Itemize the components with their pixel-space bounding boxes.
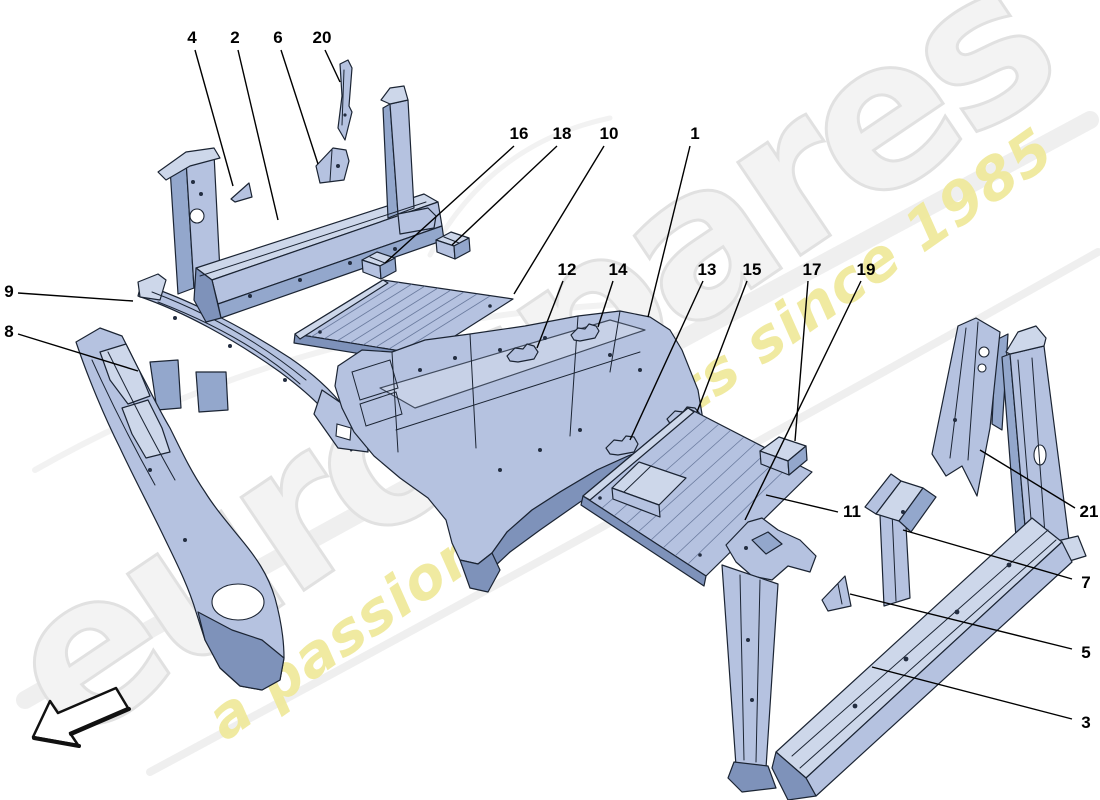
part-label-21: 21 bbox=[1080, 502, 1099, 521]
part-label-5: 5 bbox=[1081, 643, 1090, 662]
part-label-16: 16 bbox=[510, 124, 529, 143]
part-label-10: 10 bbox=[600, 124, 619, 143]
sill-top-face bbox=[775, 517, 1063, 779]
leader-line-11 bbox=[765, 494, 839, 513]
part-wedge-shim bbox=[821, 575, 852, 612]
leader-line-1 bbox=[647, 145, 691, 318]
direction-arrow bbox=[31, 686, 131, 748]
part-label-19: 19 bbox=[857, 260, 876, 279]
leader-line-3 bbox=[871, 666, 1073, 720]
leader-line-19 bbox=[744, 280, 862, 521]
part-u-channel-bracket bbox=[864, 473, 937, 533]
leader-line-16 bbox=[384, 145, 515, 264]
leader-line-20 bbox=[324, 49, 341, 83]
part-mount-block-16 bbox=[361, 251, 397, 280]
leader-line-18 bbox=[451, 145, 558, 246]
leader-line-9 bbox=[17, 292, 134, 302]
part-pillar-reinforcement bbox=[931, 317, 1009, 497]
part-front-inner-structure bbox=[75, 327, 285, 691]
leader-line-14 bbox=[597, 280, 614, 328]
sill-endcap bbox=[771, 751, 817, 800]
part-pillar-sliver bbox=[337, 59, 353, 141]
leader-line-8 bbox=[17, 333, 139, 372]
part-frame-details bbox=[199, 201, 427, 298]
structure-foot bbox=[197, 611, 285, 691]
leader-line-21 bbox=[979, 449, 1076, 509]
cowl-bracket bbox=[149, 359, 182, 411]
part-clip-12 bbox=[506, 343, 539, 363]
frame-left-post-cap bbox=[157, 147, 221, 181]
frame-right-post-cap bbox=[380, 85, 409, 105]
a-post-tower bbox=[721, 517, 817, 793]
leader-line-7 bbox=[902, 529, 1073, 580]
leader-line-10 bbox=[513, 145, 605, 295]
leader-line-2 bbox=[237, 49, 279, 221]
watermark-swoosh-icon bbox=[427, 115, 613, 258]
panel-ribs bbox=[310, 281, 491, 352]
part-triangle-shim bbox=[230, 182, 253, 203]
part-cowl-details bbox=[151, 291, 307, 385]
part-label-7: 7 bbox=[1081, 573, 1090, 592]
part-label-20: 20 bbox=[313, 28, 332, 47]
frame-right-foot bbox=[397, 207, 437, 235]
part-label-8: 8 bbox=[4, 322, 13, 341]
wheel-arch-hole bbox=[211, 583, 265, 621]
tunnel-foot bbox=[459, 552, 501, 593]
leader-line-6 bbox=[280, 49, 319, 165]
part-label-11: 11 bbox=[843, 502, 861, 521]
part-label-15: 15 bbox=[743, 260, 762, 279]
leader-line-17 bbox=[794, 280, 809, 442]
frame-beam-endcap bbox=[193, 267, 222, 323]
cowl-bracket bbox=[195, 371, 229, 413]
part-clip-14 bbox=[570, 323, 600, 342]
part-floor-panel-right bbox=[580, 407, 813, 587]
cowl-end-plate bbox=[137, 273, 167, 301]
part-label-2: 2 bbox=[230, 28, 239, 47]
part-label-12: 12 bbox=[558, 260, 577, 279]
leader-line-12 bbox=[536, 280, 564, 349]
structure-opening bbox=[121, 399, 171, 459]
part-label-13: 13 bbox=[698, 260, 717, 279]
part-mount-block-18 bbox=[435, 231, 471, 260]
part-gusset-bracket bbox=[315, 147, 350, 184]
part-clip-13 bbox=[605, 435, 639, 456]
part-label-14: 14 bbox=[609, 260, 628, 279]
parts-layer bbox=[75, 59, 1087, 800]
b-pillar-cap bbox=[1005, 325, 1047, 355]
part-side-member-assembly bbox=[721, 325, 1087, 800]
part-tunnel-details bbox=[351, 310, 642, 472]
structure-opening bbox=[99, 343, 151, 405]
part-label-3: 3 bbox=[1081, 713, 1090, 732]
leader-line-13 bbox=[629, 280, 704, 441]
part-structure-details bbox=[91, 351, 187, 542]
part-label-1: 1 bbox=[690, 124, 699, 143]
part-mount-box-17 bbox=[759, 436, 808, 476]
leader-line-5 bbox=[849, 593, 1073, 650]
part-label-9: 9 bbox=[4, 282, 13, 301]
part-label-17: 17 bbox=[803, 260, 822, 279]
leader-line-4 bbox=[194, 49, 234, 187]
part-label-18: 18 bbox=[553, 124, 572, 143]
part-cowl-crossmember bbox=[137, 273, 369, 453]
leaders-layer bbox=[17, 49, 1076, 720]
part-label-4: 4 bbox=[187, 28, 197, 47]
part-rear-frame bbox=[157, 85, 445, 323]
panel-channel-bracket bbox=[611, 461, 687, 518]
leader-line-15 bbox=[696, 280, 748, 413]
part-label-6: 6 bbox=[273, 28, 282, 47]
